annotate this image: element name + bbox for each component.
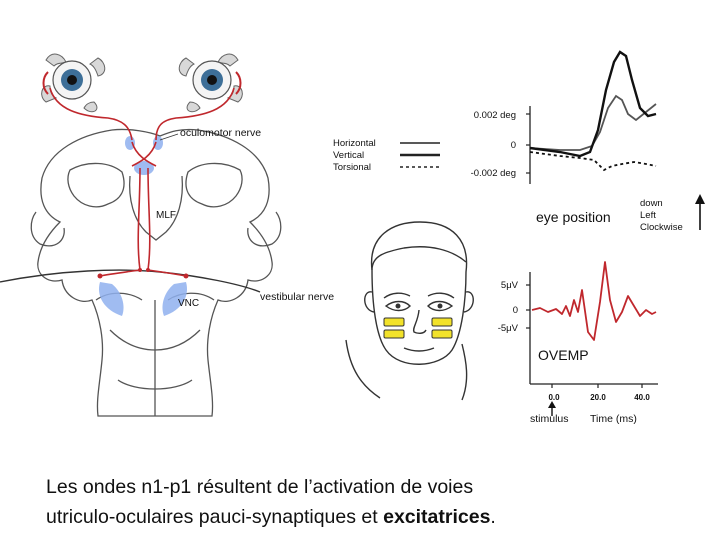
eye-tick-mid: 0 (511, 140, 516, 151)
eye-position-title: eye position (536, 209, 611, 225)
eye-left (41, 53, 106, 113)
eyebrow-left (383, 292, 411, 299)
nose (412, 309, 427, 335)
ovemp-tick-top: 5μV (501, 280, 519, 291)
eye-trace-vertical (529, 50, 657, 158)
pathway-left-eye (49, 87, 133, 141)
leader-oculomotor (159, 133, 179, 141)
slide-caption: Les ondes n1-p1 résultent de l’activatio… (46, 472, 716, 532)
brainstem-midline-contour (128, 175, 184, 241)
eye-position-plot: 0.002 deg 0 -0.002 deg eye position down… (471, 50, 705, 233)
electrode-right-lower (431, 329, 453, 339)
vestibular-nucleus-left (98, 282, 124, 316)
label-mlf: MLF (156, 210, 176, 221)
eye-tick-top: 0.002 deg (474, 110, 516, 121)
eye-dir-down: down (640, 198, 663, 209)
caption-emphasis: excitatrices (383, 506, 491, 528)
brainstem-lobe-right (247, 211, 282, 247)
face-illustration (345, 221, 474, 401)
ear-left (364, 291, 375, 313)
caption-line-2: utriculo-oculaires pauci-synaptiques et … (46, 502, 716, 532)
eye-tick-bottom: -0.002 deg (471, 168, 516, 179)
stimulus-arrow-icon (548, 401, 556, 416)
ovemp-stimulus-label: stimulus (530, 413, 569, 425)
ovemp-x-tick-0: 0.0 (548, 393, 560, 402)
neural-pathways (49, 87, 235, 277)
vnc-connection-right (147, 269, 187, 277)
face-pupils (395, 303, 443, 309)
eye-shape-right (427, 300, 454, 312)
electrode-right-upper (431, 317, 453, 327)
legend-torsional-label: Torsional (333, 162, 371, 173)
mlf-right (147, 167, 151, 271)
pathway-cross-2 (131, 141, 157, 167)
caption-period: . (490, 506, 496, 528)
ovemp-plot: 5μV 0 -5μV OVEMP 0.0 20.0 40.0 stimulus … (498, 261, 658, 425)
ear-right (463, 291, 474, 313)
oculomotor-nucleus-mid (134, 161, 154, 175)
neck-left (345, 339, 381, 399)
mouth (403, 347, 435, 352)
eye-right (178, 53, 243, 113)
brainstem-lobe-left (30, 211, 65, 247)
eye-shape-left (384, 300, 411, 312)
brainstem-diagram (30, 128, 282, 417)
hair (371, 246, 467, 271)
pathway-dots (97, 268, 189, 279)
ovemp-title: OVEMP (538, 347, 589, 363)
electrodes (383, 317, 453, 339)
eye-trace-torsional (529, 151, 657, 172)
brainstem-inner-right (185, 162, 243, 208)
face-outline (370, 221, 468, 365)
electrode-left-upper (383, 317, 405, 327)
ovemp-x-tick-1: 20.0 (590, 393, 606, 402)
electrode-left-lower (383, 329, 405, 339)
neck-right (461, 343, 468, 401)
ovemp-tick-bottom: -5μV (498, 323, 519, 334)
brainstem-outline (37, 128, 273, 417)
pathway-cross-1 (131, 141, 157, 167)
ovemp-waveform (531, 261, 657, 341)
eye-dir-left: Left (640, 210, 656, 221)
mlf-left (137, 167, 141, 271)
ovemp-x-label: Time (ms) (590, 413, 637, 425)
legend-vertical-label: Vertical (333, 150, 364, 161)
ovemp-x-tick-2: 40.0 (634, 393, 650, 402)
legend-horizontal-label: Horizontal (333, 138, 376, 149)
nuclei (98, 136, 188, 316)
pathway-right-eye (155, 87, 235, 141)
vestibular-nerve-line (0, 269, 261, 293)
vnc-connection-left (99, 269, 141, 277)
trace-legend: Horizontal Vertical Torsional (333, 138, 440, 173)
brainstem-inner-left (67, 162, 125, 208)
vestibular-nucleus-right (162, 282, 188, 316)
eye-direction-arrow-icon (695, 194, 705, 230)
ovemp-tick-mid: 0 (513, 305, 518, 316)
caption-line-1: Les ondes n1-p1 résultent de l’activatio… (46, 476, 474, 498)
label-vnc: VNC (178, 298, 199, 309)
eye-trace-horizontal (529, 94, 657, 151)
label-oculomotor-nerve: oculomotor nerve (180, 127, 261, 139)
eyebrow-right (427, 292, 455, 299)
eye-dir-clockwise: Clockwise (640, 222, 683, 233)
caption-line-2-text: utriculo-oculaires pauci-synaptiques et (46, 506, 384, 528)
label-vestibular-nerve: vestibular nerve (260, 291, 334, 303)
